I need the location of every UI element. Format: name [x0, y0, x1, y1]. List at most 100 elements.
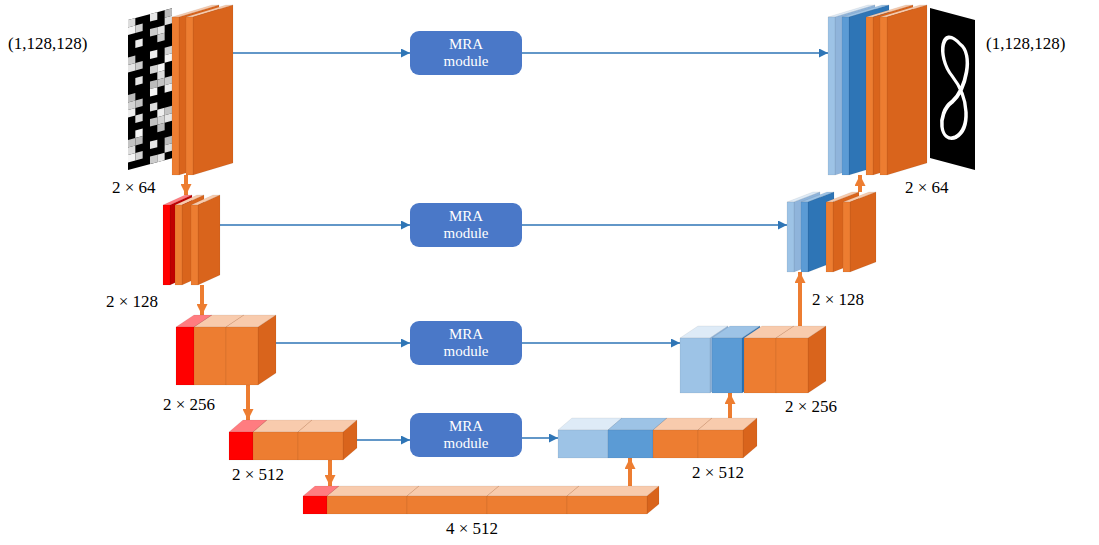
sampling-arrow — [728, 393, 732, 418]
sampling-arrow — [328, 460, 332, 486]
block-front-face — [186, 17, 193, 175]
mra-module-box: MRA module — [410, 321, 522, 366]
feature-map-stack: 2 × 256 — [680, 326, 826, 393]
image-pixel — [165, 113, 172, 122]
block-side-face — [647, 486, 659, 514]
input-image — [128, 8, 172, 170]
block-front-face — [880, 17, 887, 175]
module-label: MRA module — [430, 418, 502, 453]
dimension-label: 2 × 512 — [232, 465, 284, 485]
block-top-face — [407, 486, 499, 496]
dimension-label: 2 × 256 — [163, 395, 215, 415]
block-front-face — [176, 327, 194, 385]
block-top-face — [567, 486, 659, 496]
block-front-face — [712, 338, 742, 393]
block-front-face — [653, 430, 698, 458]
block-side-face — [198, 195, 220, 285]
block-front-face — [828, 17, 835, 175]
module-label: MRA module — [430, 208, 502, 243]
image-size-label: (1,128,128) — [8, 34, 87, 54]
block-side-face — [808, 326, 826, 393]
image-pixel — [150, 155, 157, 164]
block-front-face — [163, 205, 170, 285]
block-front-face — [226, 327, 258, 385]
block-front-face — [253, 432, 298, 460]
sampling-arrow — [200, 285, 204, 315]
image-pixel — [165, 83, 172, 92]
sampling-arrow — [246, 385, 250, 420]
feature-map-stack: 2 × 64 — [828, 5, 927, 175]
mra-module-box: MRA module — [410, 413, 522, 458]
dimension-label: 2 × 64 — [112, 178, 156, 198]
block-drawing — [172, 5, 233, 175]
feature-map-stack: 4 × 512 — [303, 486, 659, 514]
image-pixel — [157, 78, 164, 87]
output-image-ground — [930, 8, 975, 170]
block-front-face — [608, 430, 653, 458]
block-front-face — [826, 202, 833, 272]
block-front-face — [172, 17, 179, 175]
sampling-arrow — [798, 272, 802, 326]
module-label: MRA module — [430, 326, 502, 361]
image-pixel — [128, 108, 135, 117]
image-pixel — [165, 16, 172, 25]
block-front-face — [303, 496, 327, 514]
image-pixel — [165, 143, 172, 152]
block-front-face — [698, 430, 743, 458]
dimension-label: 4 × 512 — [446, 519, 498, 539]
image-pixel — [165, 53, 172, 62]
block-drawing — [558, 418, 757, 458]
image-pixel — [135, 114, 142, 123]
image-pixel — [150, 102, 157, 111]
dimension-label: 2 × 256 — [785, 397, 837, 417]
feature-map-stack: 2 × 512 — [558, 418, 757, 458]
block-drawing — [229, 420, 357, 460]
image-pixel — [135, 24, 142, 33]
feature-map-stack: 2 × 64 — [172, 5, 233, 175]
image-pixel — [150, 117, 157, 126]
block-drawing — [787, 192, 876, 272]
block-front-face — [407, 496, 487, 514]
block-front-face — [843, 202, 850, 272]
feature-map-stack: 2 × 256 — [176, 315, 276, 385]
block-side-face — [193, 5, 233, 175]
image-pixel — [135, 76, 142, 85]
image-pixel — [150, 87, 157, 96]
image-pixel — [135, 61, 142, 70]
block-drawing — [163, 195, 220, 285]
output-image — [930, 8, 975, 170]
mra-module-box: MRA module — [410, 31, 522, 76]
sampling-arrow — [184, 175, 188, 195]
dimension-label: 2 × 512 — [692, 463, 744, 483]
block-front-face — [680, 338, 710, 393]
image-pixel — [150, 12, 157, 21]
block-side-face — [887, 5, 927, 175]
block-side-face — [258, 315, 276, 385]
block-front-face — [776, 338, 808, 393]
block-front-face — [487, 496, 567, 514]
block-side-face — [343, 420, 357, 460]
image-pixel — [150, 27, 157, 36]
feature-map-stack: 2 × 128 — [787, 192, 876, 272]
block-front-face — [801, 202, 808, 272]
block-side-face — [849, 5, 889, 175]
skip-connection — [357, 439, 410, 441]
skip-connection — [522, 437, 558, 439]
image-pixel — [150, 50, 157, 59]
skip-connection — [522, 342, 680, 344]
block-drawing — [828, 5, 927, 175]
block-front-face — [298, 432, 343, 460]
block-side-face — [743, 418, 757, 458]
skip-connection — [220, 224, 410, 226]
image-pixel — [157, 153, 164, 162]
block-top-face — [487, 486, 579, 496]
block-drawing — [303, 486, 659, 514]
skip-connection — [522, 224, 787, 226]
image-pixel — [150, 65, 157, 74]
image-pixel — [135, 151, 142, 160]
block-front-face — [842, 17, 849, 175]
image-pixel — [135, 136, 142, 145]
skip-connection — [522, 52, 828, 54]
block-front-face — [866, 17, 873, 175]
